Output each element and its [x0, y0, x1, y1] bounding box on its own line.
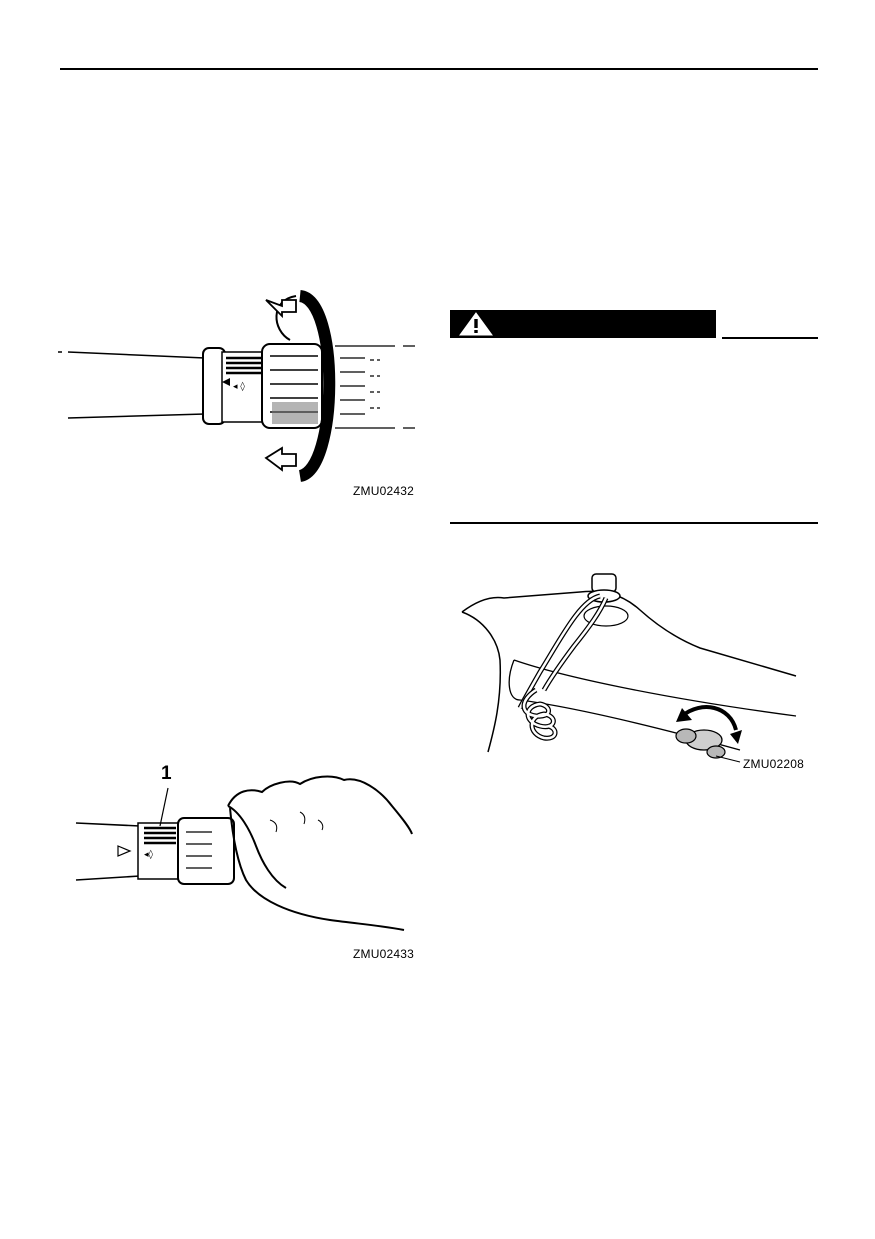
warning-footer-rule — [450, 522, 818, 524]
figure-code: ZMU02433 — [353, 947, 414, 961]
callout-1: 1 — [161, 763, 172, 784]
warning-header-bar — [450, 310, 716, 338]
warning-triangle-icon — [459, 312, 493, 336]
svg-text:◂ ◊: ◂ ◊ — [233, 381, 245, 392]
header-rule — [60, 68, 818, 70]
figure-code: ZMU02432 — [353, 484, 414, 498]
figure-code: ZMU02208 — [743, 757, 804, 771]
svg-text:◂◊: ◂◊ — [144, 849, 154, 860]
warning-header-rule — [722, 337, 818, 339]
